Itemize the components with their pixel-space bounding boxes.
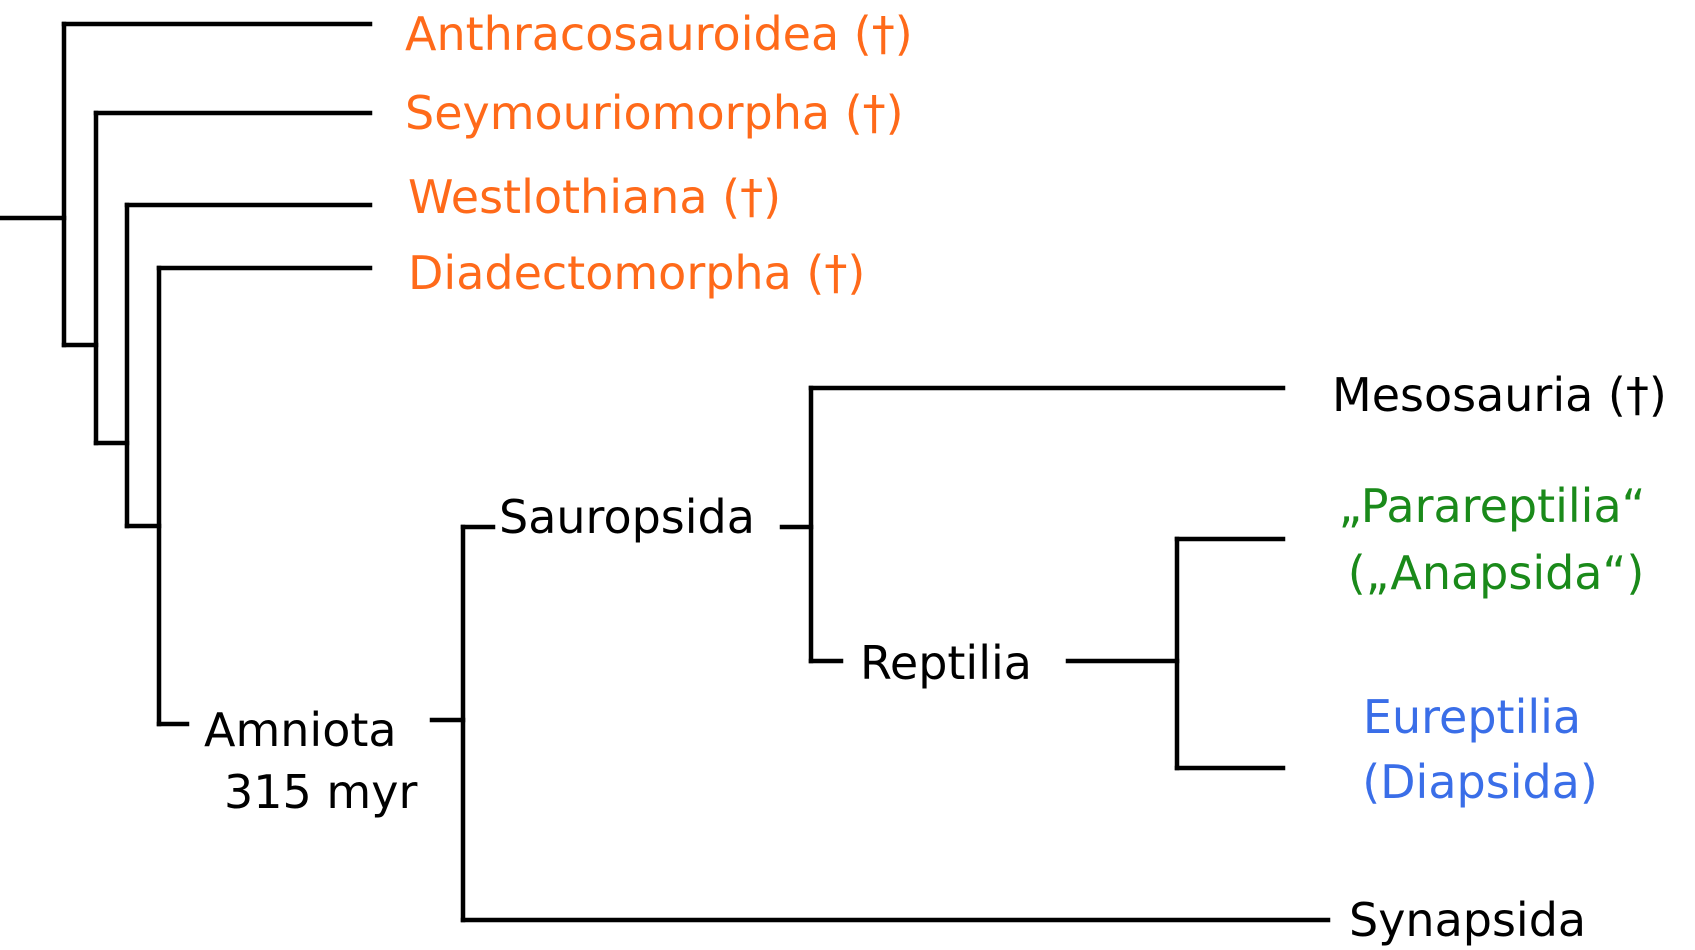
label-mesosauria: Mesosauria (†) <box>1332 368 1667 422</box>
label-amniota-age: 315 myr <box>224 765 417 819</box>
label-sauropsida: Sauropsida <box>499 490 755 544</box>
label-parareptilia: „Parareptilia“ <box>1339 479 1646 533</box>
label-westlothiana: Westlothiana (†) <box>408 170 781 224</box>
label-diadectomorpha: Diadectomorpha (†) <box>408 246 865 300</box>
label-reptilia: Reptilia <box>860 636 1032 690</box>
label-seymouriomorpha: Seymouriomorpha (†) <box>405 86 904 140</box>
label-anthracosauroidea: Anthracosauroidea (†) <box>405 7 913 61</box>
label-amniota: Amniota <box>204 703 397 757</box>
label-parareptilia-alt: („Anapsida“) <box>1348 546 1645 600</box>
label-eureptilia-alt: (Diapsida) <box>1362 755 1598 809</box>
label-eureptilia: Eureptilia <box>1363 690 1581 744</box>
label-synapsida: Synapsida <box>1349 893 1586 947</box>
